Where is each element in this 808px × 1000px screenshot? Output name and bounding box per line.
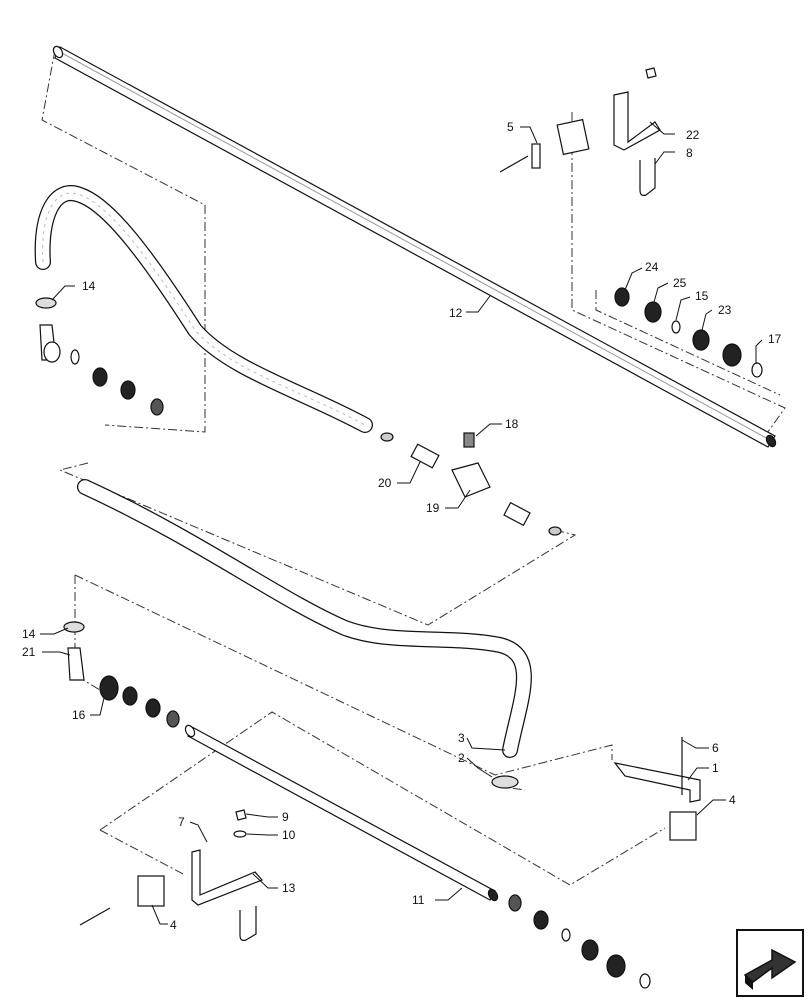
callout-25: 25: [673, 276, 687, 290]
callout-6: 6: [712, 741, 719, 755]
callout-21: 21: [22, 645, 36, 659]
tube-11: [184, 724, 499, 902]
callout-5: 5: [507, 120, 514, 134]
callout-7: 7: [178, 815, 185, 829]
callout-4b: 4: [170, 918, 177, 932]
upper-bracket-group: [499, 67, 661, 197]
callout-15: 15: [695, 289, 709, 303]
right-nut-stack: [614, 287, 763, 378]
callout-23: 23: [718, 303, 732, 317]
callout-19: 19: [426, 501, 440, 515]
tee-fitting-group: [380, 432, 562, 536]
clamp-2: [491, 775, 519, 789]
callout-20: 20: [378, 476, 392, 490]
callout-16: 16: [72, 708, 86, 722]
lower-left-fittings: [63, 621, 180, 728]
leader-lines: [40, 121, 763, 925]
return-arrow-icon[interactable]: [736, 929, 804, 997]
callout-12: 12: [449, 306, 463, 320]
lower-right-nut-stack: [508, 894, 651, 989]
callout-14b: 14: [22, 627, 36, 641]
callout-1: 1: [712, 761, 719, 775]
hose-upper: [34, 185, 373, 433]
upper-left-fittings: [35, 297, 164, 416]
callout-3: 3: [458, 731, 465, 745]
callout-11: 11: [412, 893, 425, 907]
callout-17: 17: [768, 332, 782, 346]
callout-8: 8: [686, 146, 693, 160]
callout-9: 9: [282, 810, 289, 824]
callout-labels: 5 22 8 24 25 15 23 17 12 14 18 20 19 14 …: [22, 120, 782, 932]
assembly-dash-lines: [41, 49, 786, 886]
callout-14a: 14: [82, 279, 96, 293]
callout-4a: 4: [729, 793, 736, 807]
lower-right-bracket-group: [613, 737, 701, 841]
callout-2: 2: [458, 751, 465, 765]
lower-left-bracket-group: [79, 809, 264, 942]
callout-22: 22: [686, 128, 700, 142]
callout-24: 24: [645, 260, 659, 274]
callout-10: 10: [282, 828, 296, 842]
callout-18: 18: [505, 417, 519, 431]
tube-12: [52, 45, 777, 448]
hose-3: [77, 479, 532, 758]
callout-13: 13: [282, 881, 296, 895]
